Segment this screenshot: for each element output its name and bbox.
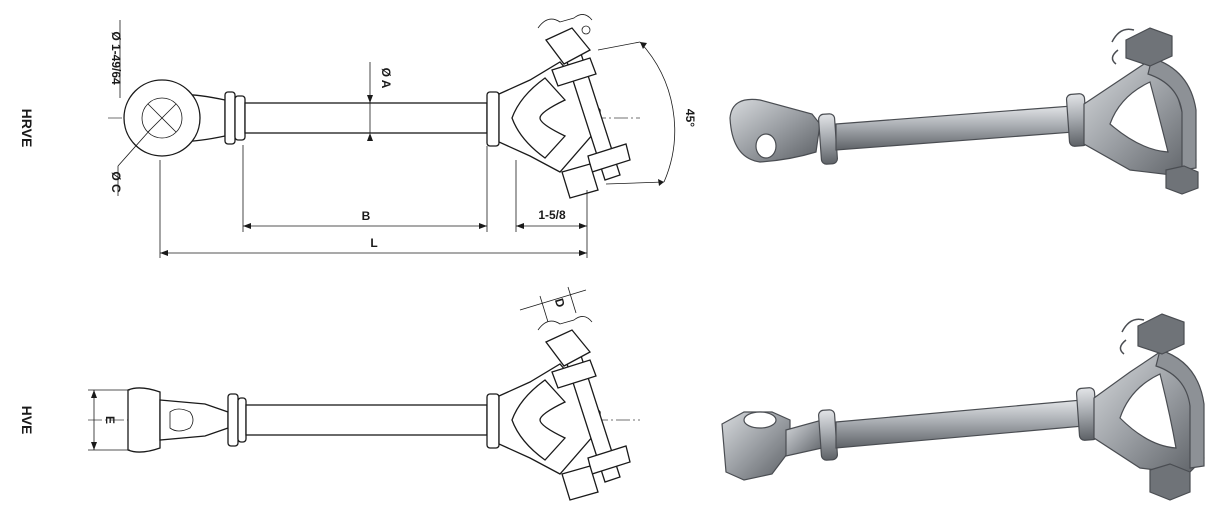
dim-label-a: Ø A <box>379 68 393 89</box>
dim-label-clevis-width: 1-5/8 <box>538 208 566 222</box>
dim-label-eye-diameter: Ø 1-49/64 <box>109 31 123 85</box>
dim-label-b: B <box>362 209 371 223</box>
dim-label-c: Ø C <box>109 171 123 193</box>
dim-label-angle: 45° <box>683 109 697 127</box>
dim-label-l: L <box>370 236 377 250</box>
hve-line-drawing: E D <box>88 286 640 501</box>
hrve-product-render <box>729 27 1199 195</box>
dim-label-d: D <box>552 297 568 310</box>
dim-label-e: E <box>103 416 117 424</box>
hve-product-render <box>721 313 1205 501</box>
variant-label-hve: HVE <box>19 406 35 435</box>
variant-label-hrve: HRVE <box>19 109 35 148</box>
hrve-line-drawing: B 1-5/8 L Ø A Ø 1-49/64 Ø C 45° <box>108 14 697 258</box>
